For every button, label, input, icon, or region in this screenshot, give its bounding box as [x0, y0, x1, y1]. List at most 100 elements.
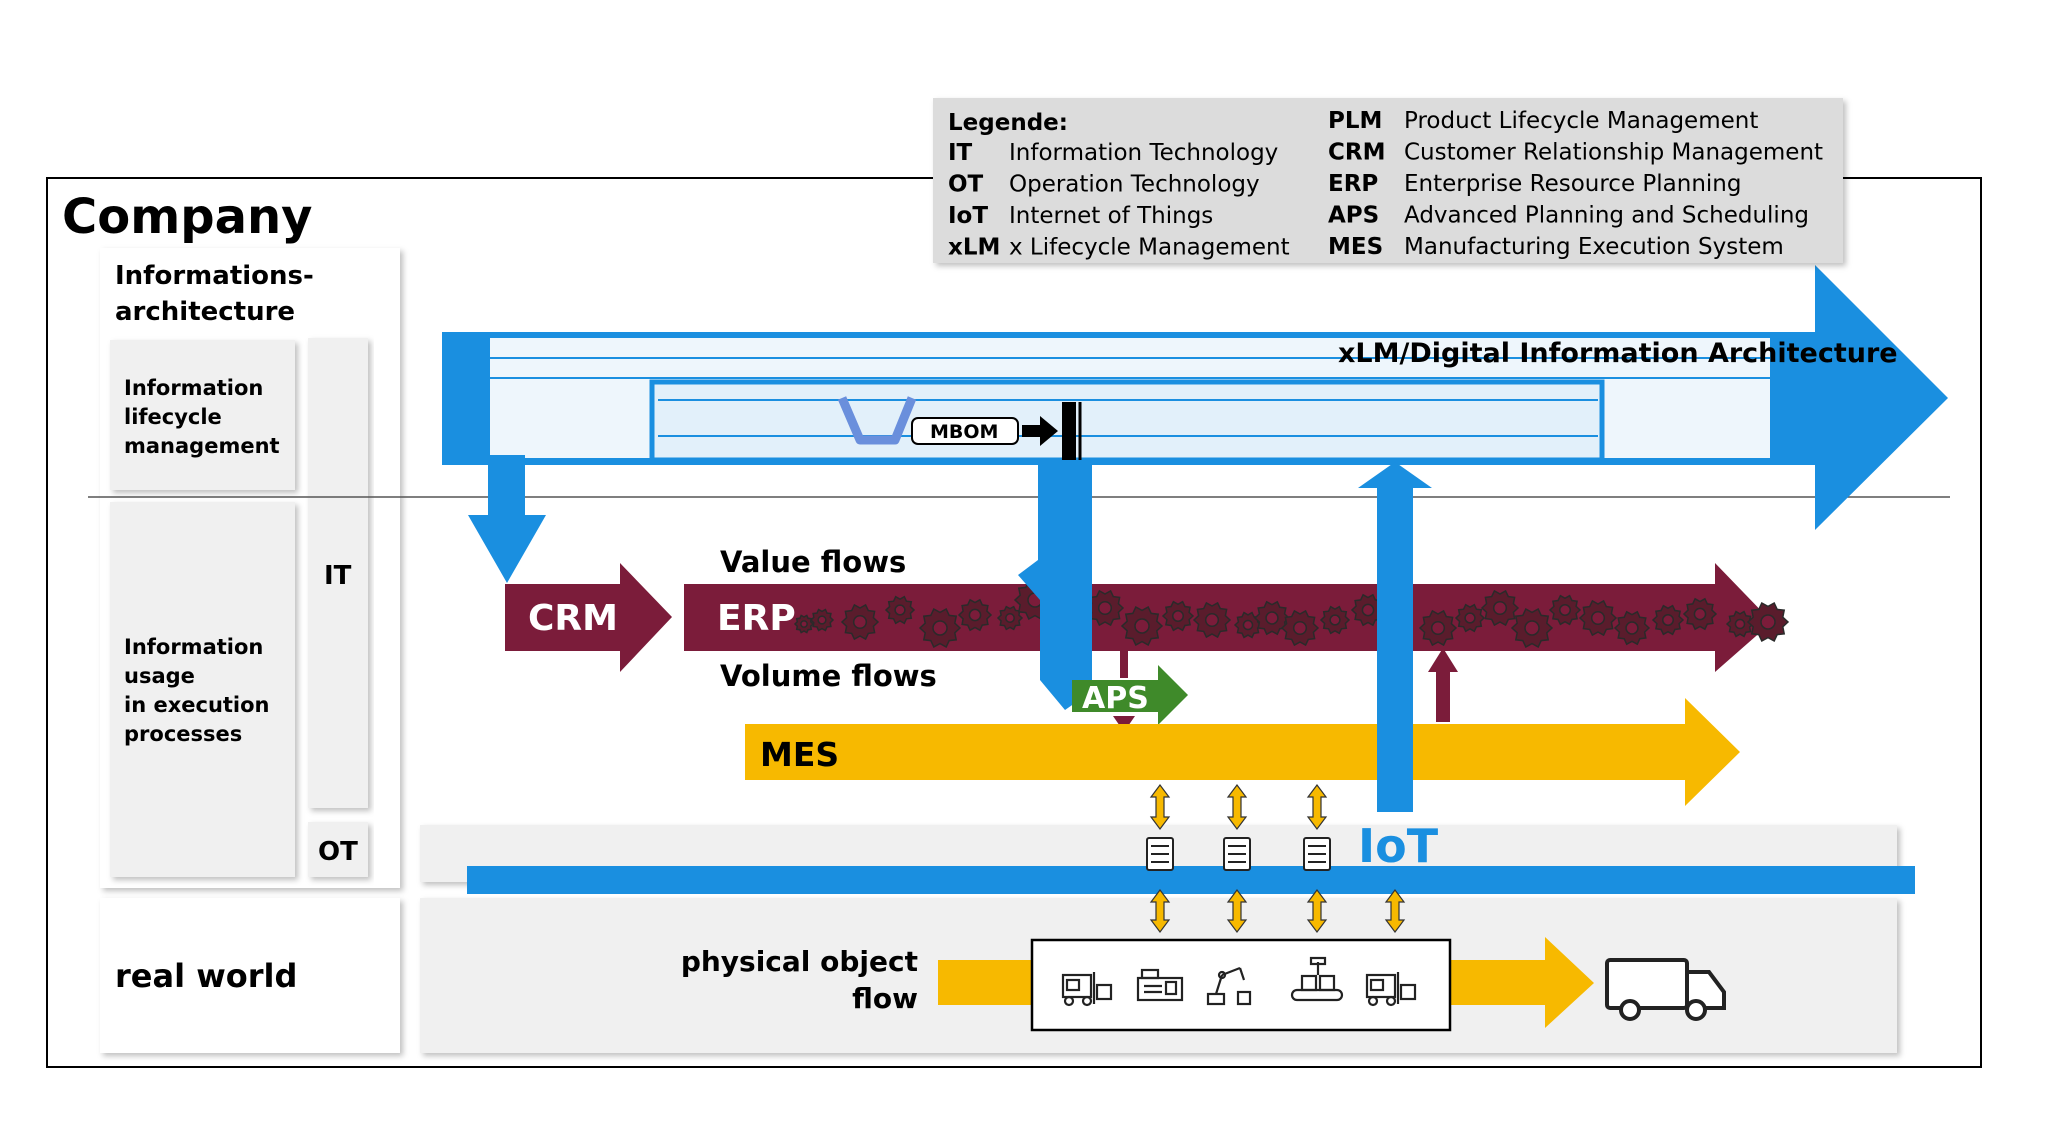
legend-desc-it: Information Technology — [1009, 140, 1278, 166]
gear-icon — [1253, 600, 1291, 636]
usage-line-4: processes — [124, 722, 242, 746]
erp-label: ERP — [717, 598, 796, 639]
mbom-gate-icon — [1062, 402, 1076, 460]
legend-abbr-erp: ERP — [1328, 171, 1378, 197]
gear-icon — [1682, 597, 1718, 631]
machine-icon — [1136, 968, 1184, 1002]
ilm-panel — [110, 340, 295, 490]
gear-icon — [1120, 605, 1164, 647]
plm-band — [649, 379, 1605, 463]
legend-heading: Legende: — [948, 110, 1068, 136]
physical-flow-line-1: physical object — [681, 945, 918, 978]
mbom-label: MBOM — [930, 421, 998, 443]
company-title: Company — [62, 189, 312, 245]
gear-icon — [996, 605, 1024, 631]
mes-to-erp-arrow — [1436, 670, 1450, 722]
crm-label: CRM — [528, 598, 618, 639]
legend-abbr-mes: MES — [1328, 234, 1383, 260]
xlm-label: xLM/Digital Information Architecture — [1338, 338, 1898, 369]
legend-desc-xlm: x Lifecycle Management — [1009, 235, 1290, 261]
gear-icon — [918, 607, 962, 649]
truck-icon — [1605, 958, 1726, 1021]
gear-icon — [1192, 601, 1232, 639]
lower-double-arrows — [1149, 889, 1406, 933]
it-label: IT — [324, 561, 352, 591]
legend-abbr-xlm: xLM — [948, 235, 1000, 261]
crm-arrow — [505, 563, 672, 672]
legend-desc-crm: Customer Relationship Management — [1404, 140, 1823, 166]
aps-label: APS — [1082, 681, 1149, 716]
iot-label: IoT — [1358, 819, 1439, 873]
gear-icon — [884, 595, 916, 625]
gear-icon — [809, 608, 835, 632]
iot-bar — [467, 866, 1915, 894]
ot-column — [308, 822, 368, 877]
usage-line-1: Information — [124, 635, 263, 659]
physical-flow-line-2: flow — [852, 982, 918, 1015]
info-architecture-heading-1: Informations- — [115, 261, 314, 291]
ilm-line-3: management — [124, 434, 280, 458]
it-column — [308, 338, 368, 808]
ot-label: OT — [318, 837, 358, 867]
legend-box — [933, 98, 1843, 263]
aps-arrow — [1072, 665, 1188, 725]
usage-line-3: in execution — [124, 693, 270, 717]
ilm-line-2: lifecycle — [124, 405, 222, 429]
gear-icon — [1350, 593, 1386, 627]
mes-label: MES — [760, 735, 839, 774]
gear-icon — [1746, 601, 1790, 643]
v-model-icon — [837, 396, 917, 445]
legend-abbr-plm: PLM — [1328, 108, 1382, 134]
legend-desc-iot: Internet of Things — [1009, 203, 1213, 229]
gear-icon — [1613, 610, 1651, 646]
gear-icon — [1480, 589, 1520, 627]
upper-double-arrows — [1149, 784, 1328, 830]
legend-desc-aps: Advanced Planning and Scheduling — [1404, 203, 1809, 229]
gear-icon — [1454, 603, 1486, 633]
legend-desc-plm: Product Lifecycle Management — [1404, 108, 1758, 134]
gear-icon — [1085, 589, 1125, 627]
gear-icon — [1161, 600, 1195, 632]
info-usage-panel — [110, 502, 295, 877]
legend-abbr-ot: OT — [948, 172, 984, 198]
legend-abbr-it: IT — [948, 140, 973, 166]
forklift-icon-2 — [1365, 972, 1417, 1007]
legend-desc-mes: Manufacturing Execution System — [1404, 234, 1784, 260]
ilm-line-1: Information — [124, 376, 263, 400]
value-flows-label: Value flows — [720, 545, 906, 579]
mes-arrow — [745, 698, 1740, 806]
forklift-icon — [1061, 972, 1113, 1007]
info-architecture-heading-2: architecture — [115, 297, 295, 327]
gear-icon — [1233, 611, 1263, 639]
real-world-label: real world — [115, 957, 297, 995]
gear-icon — [1280, 609, 1320, 647]
robot-arm-icon — [1206, 966, 1252, 1006]
real-world-panel — [100, 898, 400, 1053]
gear-icon — [1510, 607, 1554, 649]
gear-icon — [840, 603, 880, 641]
controller-icons — [1146, 837, 1331, 871]
gear-icon — [957, 598, 993, 632]
xlm-to-aps-arrow — [1018, 460, 1108, 710]
volume-flows-label: Volume flows — [720, 659, 937, 693]
gear-icon — [793, 614, 815, 634]
conveyor-icon — [1290, 956, 1344, 1002]
gear-icon — [1418, 609, 1458, 647]
gear-icon — [1548, 594, 1582, 626]
legend-abbr-aps: APS — [1328, 203, 1379, 229]
machine-icons — [1061, 956, 1417, 1007]
gear-icon — [1651, 604, 1685, 636]
legend-desc-erp: Enterprise Resource Planning — [1404, 171, 1742, 197]
legend-abbr-iot: IoT — [948, 203, 988, 229]
legend-desc-ot: Operation Technology — [1009, 172, 1260, 198]
legend-abbr-crm: CRM — [1328, 140, 1385, 166]
mbom-arrow-icon — [1022, 416, 1058, 446]
mbom-box — [911, 417, 1019, 445]
usage-line-2: usage — [124, 664, 195, 688]
down-arrow-crm — [468, 455, 546, 583]
gear-icon — [1725, 610, 1755, 638]
gear-icon — [1578, 599, 1618, 637]
